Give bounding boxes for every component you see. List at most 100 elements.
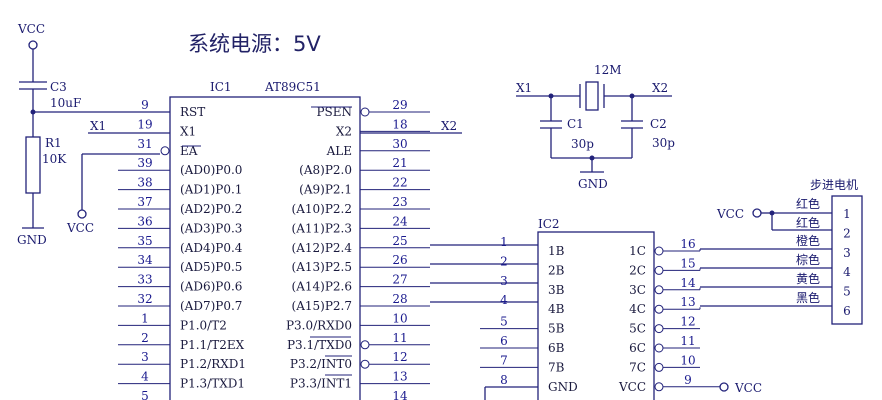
motor-wire-color-label: 红色: [796, 215, 820, 230]
crystal-body: [585, 81, 599, 111]
motor-wire-color-label: 橙色: [796, 233, 820, 248]
ic2-output-bubble: [654, 285, 664, 295]
motor-wire-color-label: 黑色: [796, 291, 820, 305]
ic1-left-pin-name: EA: [180, 144, 198, 158]
ic2-right-pin-number: 13: [680, 295, 695, 309]
c3-ref: C3: [50, 80, 67, 94]
ic1-left-pin-name: RST: [180, 105, 205, 119]
ic1-left-pin-name: (AD7)P0.7: [180, 299, 242, 313]
ic2-right-pin-name: 1C: [629, 244, 646, 258]
ic1-right-pin-name: (A15)P2.7: [292, 299, 352, 313]
motor-pin-number: 6: [843, 304, 851, 318]
ic1-right-pin-name: (A11)P2.3: [292, 221, 352, 235]
ic2-left-pin-number: 5: [500, 315, 508, 329]
ic1-left-pin-number: 2: [141, 331, 149, 345]
ic1-right-inversion-bubble: [360, 340, 370, 350]
ic1-right-pin-number: 30: [392, 137, 407, 151]
ic1-right-pin-number: 22: [392, 176, 407, 190]
r1-ref: R1: [45, 136, 62, 150]
ic1-right-pin-name: ALE: [326, 144, 352, 158]
ic1-part-number: AT89C51: [264, 80, 321, 94]
ic2-left-pin-name: 7B: [548, 360, 565, 374]
ic1-right-pin-number: 10: [392, 311, 407, 325]
ic2-right-pin-name: 6C: [629, 341, 646, 355]
ic2-vcc-terminal: [719, 382, 729, 392]
motor-wire-color-label: 红色: [796, 196, 820, 211]
crystal-gnd-label: GND: [578, 177, 608, 191]
ic1-right-pin-name: (A9)P2.1: [299, 183, 352, 197]
ic2-left-pin-number: 4: [500, 293, 508, 307]
ic2-right-pin-name: 2C: [629, 263, 646, 277]
ic1-right-pin-name: P3.2/INT0: [290, 357, 352, 371]
x1-net-label: X1: [90, 119, 106, 133]
ic1-left-pin-name: P1.2/RXD1: [180, 357, 246, 371]
ic1-left-pin-name: (AD3)P0.3: [180, 221, 242, 235]
ic1-right-pin-number: 21: [392, 156, 407, 170]
ic2-left-pin-number: 3: [500, 274, 508, 288]
ic2-left-pin-number: 8: [500, 373, 508, 387]
ic1-left-pin-number: 19: [137, 117, 152, 131]
c2-ref: C2: [650, 117, 667, 131]
motor-vcc-terminal: [752, 208, 762, 218]
ic1-left-pin-name: (AD1)P0.1: [180, 183, 242, 197]
ic2-left-pin-name: 6B: [548, 341, 565, 355]
ic1-left-pin-number: 33: [137, 273, 152, 287]
ic1-right-inversion-bubble: [360, 107, 370, 117]
ic1-ref: IC1: [210, 80, 232, 94]
ic1-right-inversion-bubble: [360, 359, 370, 369]
ic2-output-bubble: [654, 246, 664, 256]
ic2-left-pin-number: 7: [500, 353, 508, 367]
ic1-left-pin-number: 34: [137, 253, 153, 267]
ic2-output-bubble: [654, 343, 664, 353]
ic2-left-pin-number: 6: [500, 334, 508, 348]
ic1-right-pin-number: 24: [392, 214, 408, 228]
vcc-top-label: VCC: [17, 22, 45, 36]
ic2-ref: IC2: [538, 217, 560, 231]
ic1-left-pin-number: 39: [137, 156, 152, 170]
motor-pin-number: 3: [843, 246, 851, 260]
vcc-top-terminal: [28, 40, 38, 50]
motor-vcc-label: VCC: [716, 207, 744, 221]
r1-body: [25, 136, 41, 194]
ea-inversion-bubble: [160, 146, 170, 156]
motor-wire-color-label: 棕色: [796, 252, 820, 267]
ic1-right-pin-number: 23: [392, 195, 407, 209]
ic1-left-pin-number: 9: [141, 98, 149, 112]
ic2-right-pin-number: 9: [684, 373, 692, 387]
ic2-body: [537, 231, 655, 400]
r1-value: 10K: [42, 152, 67, 166]
ic1-right-pin-number: 18: [392, 117, 407, 131]
ic1-right-pin-number: 13: [392, 370, 407, 384]
ic2-right-pin-number: 12: [680, 315, 695, 329]
ic1-left-pin-name: P1.0/T2: [180, 318, 227, 332]
ic2-left-pin-number: 1: [500, 235, 508, 249]
ic2-left-pin-name: 4B: [548, 302, 565, 316]
ic2-right-pin-number: 11: [680, 334, 695, 348]
ic1-right-pin-number: 29: [392, 98, 407, 112]
ic2-left-pin-name: 1B: [548, 244, 565, 258]
ic1-right-pin-name: P3.3/INT1: [290, 377, 352, 391]
ic2-right-pin-name: 4C: [629, 302, 646, 316]
motor-pin-number: 2: [843, 226, 851, 240]
ic1-right-pin-number: 12: [392, 350, 407, 364]
ic1-right-pin-name: (A12)P2.4: [292, 241, 353, 255]
ic2-right-pin-number: 10: [680, 353, 695, 367]
ic1-right-pin-name: PSEN: [316, 105, 352, 119]
ic2-output-bubble: [654, 304, 664, 314]
ic2-output-bubble: [654, 324, 664, 334]
ic2-output-bubble: [654, 382, 664, 392]
ic1-right-pin-name: P3.0/RXD0: [286, 318, 352, 332]
ic2-right-pin-name: VCC: [618, 380, 646, 394]
ic1-left-pin-name: (AD6)P0.6: [180, 280, 242, 294]
ic2-output-bubble: [654, 362, 664, 372]
ic2-left-pin-name: 3B: [548, 283, 565, 297]
ic1-right-pin-number: 28: [392, 292, 407, 306]
ic2-left-pin-name: 5B: [548, 322, 565, 336]
ic1-left-pin-name: (AD5)P0.5: [180, 260, 242, 274]
ic1-right-pin-number: 27: [392, 273, 407, 287]
